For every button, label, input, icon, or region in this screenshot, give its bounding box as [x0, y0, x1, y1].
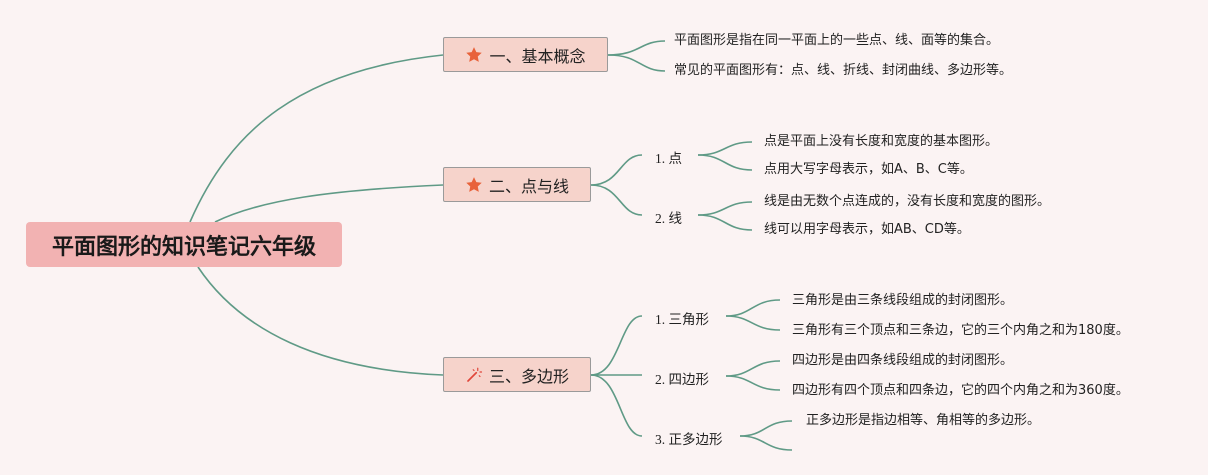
star-icon	[465, 176, 483, 194]
connector-b2-sub-2	[590, 184, 643, 216]
leaf[interactable]: 四边形是由四条线段组成的封闭图形。	[792, 353, 1014, 368]
connector-b2-sub-1	[590, 154, 643, 186]
leaf[interactable]: 常见的平面图形有：点、线、折线、封闭曲线、多边形等。	[674, 63, 1013, 78]
magic-wand-icon	[465, 366, 483, 384]
connector-s22-leaf-1	[697, 201, 753, 216]
connector-root-branch-3	[197, 266, 444, 376]
leaf[interactable]: 线可以用字母表示，如AB、CD等。	[764, 222, 970, 237]
subtopic-triangle[interactable]: 1. 三角形	[655, 312, 709, 327]
leaf[interactable]: 点是平面上没有长度和宽度的基本图形。	[764, 134, 999, 149]
connector-s32-leaf-2	[725, 375, 781, 391]
branch-label: 一、基本概念	[489, 46, 586, 66]
connector-b1-leaf-1	[607, 40, 666, 56]
connector-s33-leaf-2	[739, 435, 793, 451]
subtopic-line[interactable]: 2. 线	[655, 211, 682, 226]
connector-s33-leaf-1	[739, 420, 793, 437]
leaf[interactable]: 平面图形是指在同一平面上的一些点、线、面等的集合。	[674, 33, 1000, 48]
leaf[interactable]: 三角形有三个顶点和三条边，它的三个内角之和为180度。	[792, 323, 1129, 338]
connector-s32-leaf-1	[725, 360, 781, 377]
star-icon	[465, 46, 483, 64]
connector-s21-leaf-2	[697, 154, 753, 171]
connector-b3-sub-1	[590, 315, 643, 376]
connector-s21-leaf-1	[697, 141, 753, 156]
subtopic-quadrilateral[interactable]: 2. 四边形	[655, 372, 709, 387]
connector-b3-sub-3	[590, 374, 643, 437]
branch-label: 三、多边形	[488, 366, 569, 386]
connector-s31-leaf-2	[725, 315, 781, 331]
leaf[interactable]: 线是由无数个点连成的，没有长度和宽度的图形。	[764, 194, 1051, 209]
leaf[interactable]: 正多边形是指边相等、角相等的多边形。	[806, 413, 1041, 428]
leaf[interactable]: 点用大写字母表示，如A、B、C等。	[764, 162, 973, 177]
leaf[interactable]: 三角形是由三条线段组成的封闭图形。	[792, 293, 1014, 308]
root-topic[interactable]: 平面图形的知识笔记六年级	[26, 222, 342, 267]
branch-polygons[interactable]: 三、多边形	[443, 357, 591, 392]
branch-label: 二、点与线	[488, 176, 569, 196]
connector-b1-leaf-2	[607, 54, 666, 72]
connector-s31-leaf-1	[725, 299, 781, 317]
subtopic-point[interactable]: 1. 点	[655, 151, 682, 166]
branch-points-and-lines[interactable]: 二、点与线	[443, 167, 591, 202]
connector-s22-leaf-2	[697, 214, 753, 231]
connector-root-branch-1	[189, 54, 444, 223]
root-title: 平面图形的知识笔记六年级	[51, 234, 316, 260]
connector-root-branch-2	[214, 184, 444, 223]
leaf[interactable]: 四边形有四个顶点和四条边，它的四个内角之和为360度。	[792, 383, 1129, 398]
branch-basic-concepts[interactable]: 一、基本概念	[443, 37, 608, 72]
subtopic-regular-polygon[interactable]: 3. 正多边形	[655, 432, 723, 447]
